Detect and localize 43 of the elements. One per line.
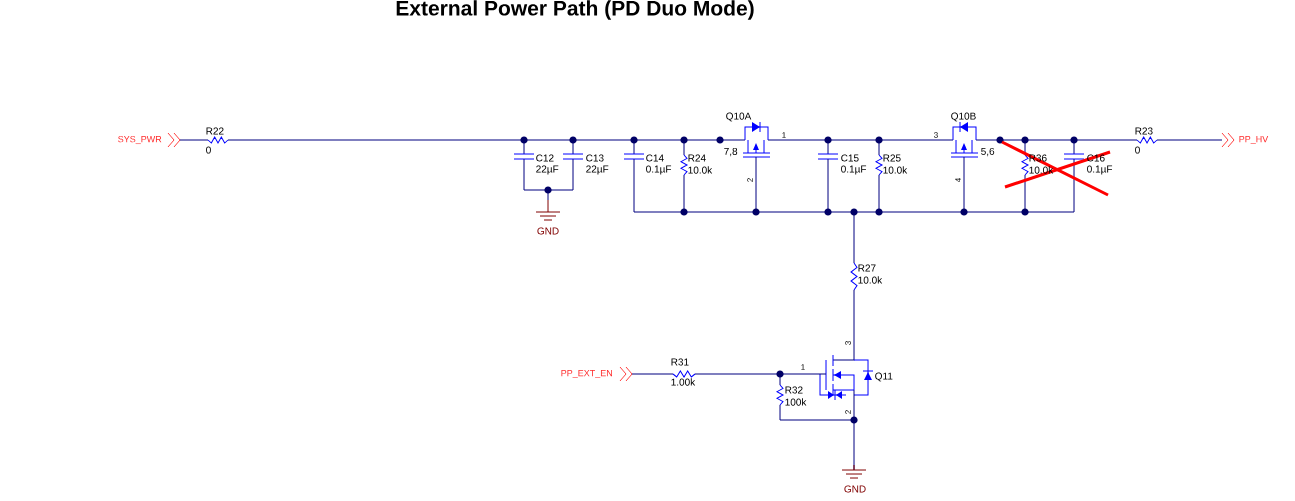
- designator-label: C13: [586, 154, 604, 162]
- designator-label: Q10B: [951, 112, 976, 122]
- value-label: 10.0k: [1029, 166, 1054, 174]
- value-label: 10.0k: [688, 166, 713, 174]
- designator-label: R32: [785, 386, 803, 394]
- pin-number: 1: [801, 364, 805, 370]
- value-label: 22µF: [536, 165, 559, 175]
- diagram-title: External Power Path (PD Duo Mode): [396, 0, 754, 20]
- designator-label: R24: [688, 154, 706, 162]
- pin-number: 2: [747, 178, 753, 182]
- value-label: 0: [206, 146, 211, 154]
- designator-label: R31: [671, 358, 689, 366]
- designator-label: C16: [1087, 154, 1105, 162]
- value-label: 0.1µF: [841, 165, 867, 175]
- designator-label: C15: [841, 154, 859, 162]
- net-label: PP_HV: [1239, 136, 1269, 144]
- pin-number: 5,6: [981, 147, 995, 157]
- value-label: 10.0k: [858, 276, 883, 284]
- designator-label: C12: [536, 154, 554, 162]
- value-label: 1.00k: [671, 378, 696, 386]
- designator-label: Q10A: [726, 112, 752, 122]
- net-label: PP_EXT_EN: [561, 370, 612, 378]
- value-label: 0: [1135, 146, 1140, 154]
- designator-label: Q11: [875, 372, 893, 382]
- value-label: 10.0k: [883, 166, 908, 174]
- value-label: 0.1µF: [1087, 165, 1113, 175]
- net-label: SYS_PWR: [118, 135, 162, 145]
- designator-label: R25: [883, 154, 901, 162]
- pin-number: 7,8: [724, 147, 738, 157]
- ground-label: GND: [537, 227, 559, 235]
- value-label: 100k: [785, 398, 807, 406]
- pin-number: 1: [782, 132, 786, 138]
- pin-number: 2: [845, 410, 851, 414]
- designator-label: C14: [646, 154, 664, 162]
- designator-label: R23: [1135, 127, 1153, 135]
- value-label: 22µF: [586, 165, 609, 175]
- pin-number: 3: [934, 132, 938, 138]
- designator-label: R27: [858, 264, 876, 272]
- pin-number: 3: [845, 341, 851, 345]
- value-label: 0.1µF: [646, 165, 672, 175]
- ground-label: GND: [844, 485, 866, 493]
- pin-number: 4: [955, 178, 961, 183]
- designator-label: R22: [206, 127, 224, 135]
